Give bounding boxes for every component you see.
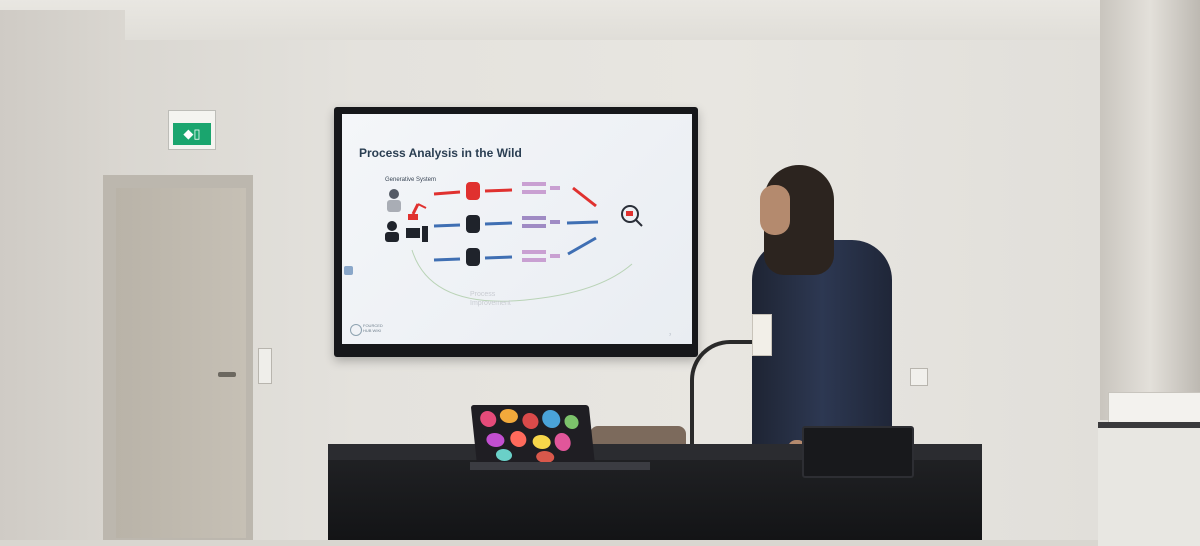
annotation-line-1: Process bbox=[470, 291, 496, 298]
logo-line-1: FOURCED bbox=[363, 323, 383, 328]
presenter-coat bbox=[752, 240, 892, 460]
tablet-stand[interactable] bbox=[802, 426, 914, 478]
exit-arrow-icon: ◆▯ bbox=[173, 123, 211, 145]
flow-arrow bbox=[566, 220, 599, 225]
edit-icon bbox=[344, 266, 353, 275]
person-icon bbox=[387, 189, 401, 212]
laptop-base bbox=[470, 462, 650, 470]
wall-socket bbox=[910, 368, 928, 386]
database-icon bbox=[466, 182, 480, 200]
process-model bbox=[522, 216, 560, 228]
magnifier-icon bbox=[621, 205, 643, 227]
presenter-face bbox=[760, 185, 790, 235]
presentation-slide: Process Analysis in the Wild Generative … bbox=[342, 114, 692, 344]
flow-arrow bbox=[484, 255, 513, 260]
process-improvement-label: Process Improvement bbox=[470, 290, 511, 308]
monitor-cable bbox=[690, 340, 754, 454]
process-model bbox=[522, 250, 560, 262]
flow-arrow bbox=[433, 223, 461, 228]
flow-arrow bbox=[572, 186, 597, 208]
exit-sign: ◆▯ bbox=[168, 110, 216, 150]
process-model bbox=[522, 182, 560, 194]
robot-arm-icon bbox=[408, 203, 427, 220]
right-column bbox=[1100, 0, 1200, 420]
logo-line-2: HUB WIKI bbox=[363, 328, 382, 333]
annotation-line-2: Improvement bbox=[470, 300, 511, 307]
process-diagram bbox=[385, 182, 643, 302]
door-handle[interactable] bbox=[218, 372, 236, 377]
computer-icon bbox=[406, 226, 428, 242]
flow-arrow bbox=[433, 257, 461, 262]
database-icon bbox=[466, 248, 480, 266]
light-switch[interactable] bbox=[258, 348, 272, 384]
door[interactable] bbox=[116, 188, 246, 538]
database-icon bbox=[466, 215, 480, 233]
flow-arrow bbox=[567, 236, 597, 256]
name-badge bbox=[752, 314, 772, 356]
slide-number: 7 bbox=[669, 332, 672, 337]
flow-arrow bbox=[484, 221, 513, 226]
flow-arrow bbox=[433, 190, 461, 196]
side-cabinet bbox=[1098, 422, 1200, 546]
slide-title: Process Analysis in the Wild bbox=[359, 146, 522, 160]
person-icon bbox=[385, 221, 399, 242]
slide-subtitle: Generative System bbox=[385, 177, 437, 183]
laptop[interactable] bbox=[470, 405, 596, 467]
flow-arrow bbox=[484, 188, 513, 193]
feedback-curve bbox=[411, 249, 633, 302]
logo-icon bbox=[350, 324, 362, 336]
slide-logo-text: FOURCED HUB WIKI bbox=[363, 323, 383, 333]
